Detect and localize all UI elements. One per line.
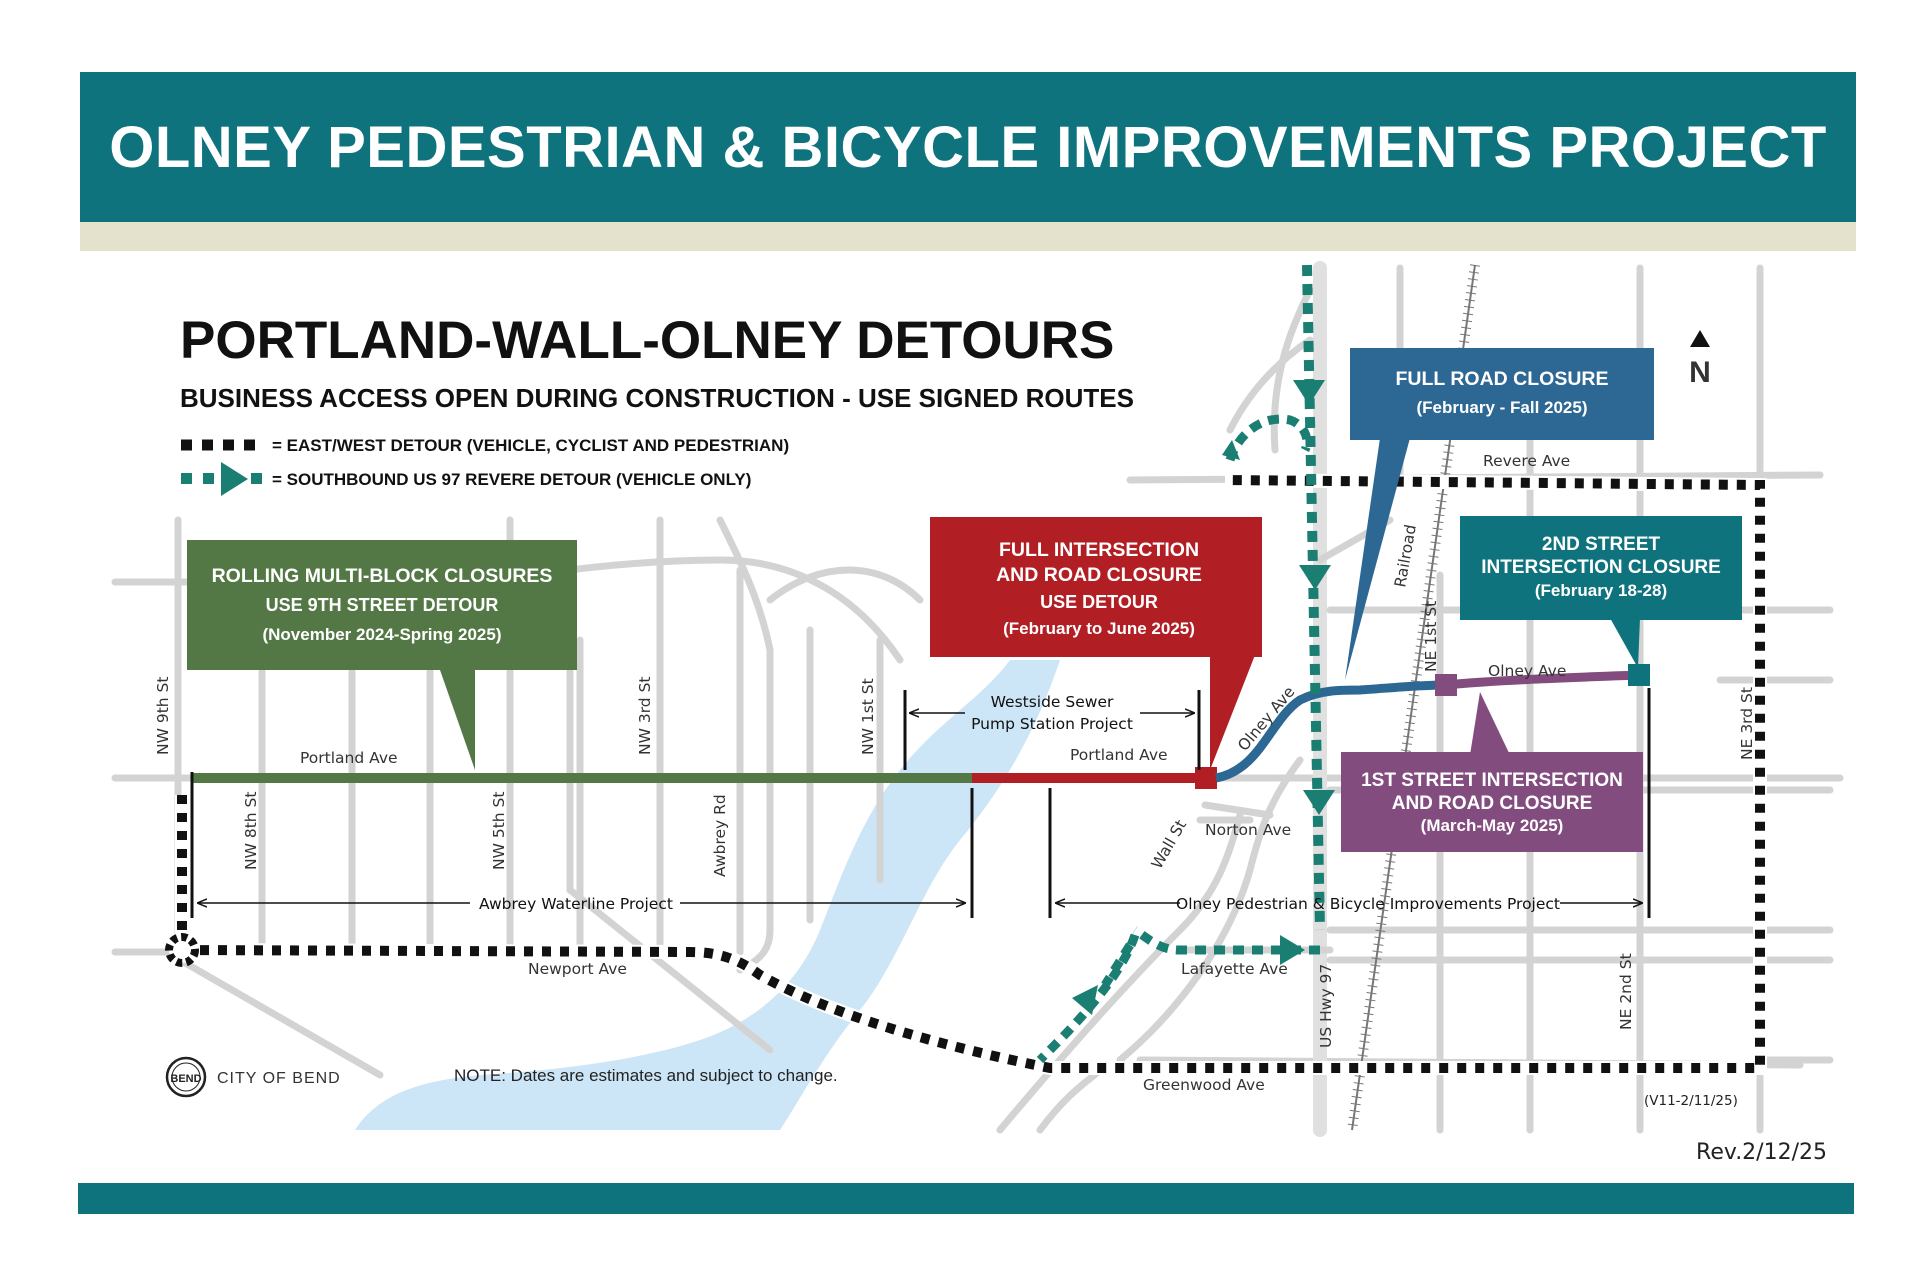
label-olney-east: Olney Ave — [1488, 662, 1566, 680]
label-wall: Wall St — [1148, 817, 1190, 872]
revision-label: Rev.2/12/25 — [1696, 1140, 1827, 1165]
westside-sewer-line2: Pump Station Project — [971, 715, 1133, 733]
label-portland-east: Portland Ave — [1070, 746, 1168, 764]
portland-wall-intersection-marker — [1195, 767, 1217, 789]
legend-southbound-label: = SOUTHBOUND US 97 REVERE DETOUR (VEHICL… — [272, 470, 751, 489]
page-banner: OLNEY PEDESTRIAN & BICYCLE IMPROVEMENTS … — [80, 72, 1856, 222]
label-greenwood: Greenwood Ave — [1143, 1076, 1265, 1094]
callout-full-intersection-line4: (February to June 2025) — [1003, 619, 1195, 638]
callout-full-road-line1: FULL ROAD CLOSURE — [1395, 368, 1608, 390]
westside-sewer-line1: Westside Sewer — [991, 693, 1114, 711]
ne1st-intersection-marker — [1435, 674, 1457, 696]
ne2nd-intersection-marker — [1628, 664, 1650, 686]
olney-project-label: Olney Pedestrian & Bicycle Improvements … — [1176, 895, 1560, 913]
project-labels: Westside Sewer Pump Station Project Awbr… — [479, 693, 1560, 913]
label-nw5th: NW 5th St — [490, 792, 508, 870]
label-ne1st: NE 1st St — [1422, 601, 1440, 672]
callout-rolling-line2: USE 9TH STREET DETOUR — [266, 595, 499, 615]
callout-second-street-line3: (February 18-28) — [1535, 581, 1667, 600]
callout-first-street-line1: 1ST STREET INTERSECTION — [1361, 770, 1623, 791]
callout-rolling-closures: ROLLING MULTI-BLOCK CLOSURES USE 9TH STR… — [187, 540, 577, 770]
legend: = EAST/WEST DETOUR (VEHICLE, CYCLIST AND… — [181, 436, 789, 496]
banner-stripe — [80, 222, 1856, 251]
olney-full-road-closure — [1214, 680, 1446, 783]
north-arrow-icon — [1690, 330, 1710, 347]
north-label: N — [1689, 356, 1711, 389]
project-extent-markers — [190, 688, 1651, 918]
label-revere: Revere Ave — [1483, 452, 1570, 470]
label-nw8th: NW 8th St — [242, 792, 260, 870]
callout-full-intersection-line3: USE DETOUR — [1040, 592, 1158, 612]
callout-full-intersection-line2: AND ROAD CLOSURE — [996, 564, 1202, 586]
awbrey-waterline-label: Awbrey Waterline Project — [479, 895, 673, 913]
callout-full-intersection: FULL INTERSECTION AND ROAD CLOSURE USE D… — [930, 517, 1262, 770]
river — [355, 660, 1060, 1130]
city-of-bend-logo: BEND CITY OF BEND — [165, 1056, 341, 1098]
footer-bar — [78, 1183, 1854, 1214]
label-nw3rd: NW 3rd St — [636, 677, 654, 756]
label-lafayette: Lafayette Ave — [1181, 960, 1288, 978]
callout-second-street: 2ND STREET INTERSECTION CLOSURE (Februar… — [1460, 516, 1742, 668]
map-version: (V11-2/11/25) — [1644, 1093, 1738, 1109]
project-extent-arrows — [198, 713, 1642, 903]
callout-first-street-line2: AND ROAD CLOSURE — [1392, 793, 1593, 814]
label-ne2nd: NE 2nd St — [1617, 953, 1635, 1030]
callout-second-street-line1: 2ND STREET — [1542, 534, 1661, 555]
label-nw1st: NW 1st St — [859, 678, 877, 755]
dates-note: NOTE: Dates are estimates and subject to… — [454, 1066, 838, 1085]
label-norton: Norton Ave — [1205, 821, 1291, 839]
banner-title: OLNEY PEDESTRIAN & BICYCLE IMPROVEMENTS … — [109, 114, 1827, 180]
callout-first-street-line3: (March-May 2025) — [1421, 816, 1564, 835]
label-ne3rd: NE 3rd St — [1738, 687, 1756, 760]
label-awbrey-rd: Awbrey Rd — [711, 794, 729, 877]
label-nw9th: NW 9th St — [154, 677, 172, 755]
legend-eastwest-label: = EAST/WEST DETOUR (VEHICLE, CYCLIST AND… — [272, 436, 789, 455]
callout-first-street: 1ST STREET INTERSECTION AND ROAD CLOSURE… — [1341, 692, 1643, 852]
legend-southbound-swatch — [181, 462, 262, 496]
map-subtitle: BUSINESS ACCESS OPEN DURING CONSTRUCTION… — [180, 383, 1134, 413]
callout-rolling-line3: (November 2024-Spring 2025) — [262, 625, 501, 644]
label-newport: Newport Ave — [528, 960, 627, 978]
eastwest-detour-route — [165, 473, 1767, 1075]
label-portland-west: Portland Ave — [300, 749, 398, 767]
callout-full-intersection-line1: FULL INTERSECTION — [999, 539, 1199, 561]
southbound-detour-arrows — [1072, 380, 1335, 1015]
logo-text: CITY OF BEND — [217, 1070, 341, 1087]
north-arrow: N — [1689, 330, 1711, 389]
olney-ne-segment — [1444, 670, 1641, 690]
callout-full-road-line2: (February - Fall 2025) — [1416, 398, 1587, 417]
label-us97: US Hwy 97 — [1317, 964, 1335, 1048]
callout-rolling-line1: ROLLING MULTI-BLOCK CLOSURES — [212, 565, 553, 587]
map-title: PORTLAND-WALL-OLNEY DETOURS — [180, 311, 1114, 370]
label-railroad: Railroad — [1391, 523, 1420, 589]
callout-second-street-line2: INTERSECTION CLOSURE — [1481, 557, 1721, 578]
svg-text:BEND: BEND — [170, 1073, 201, 1085]
callout-full-road-closure: FULL ROAD CLOSURE (February - Fall 2025) — [1345, 348, 1654, 680]
